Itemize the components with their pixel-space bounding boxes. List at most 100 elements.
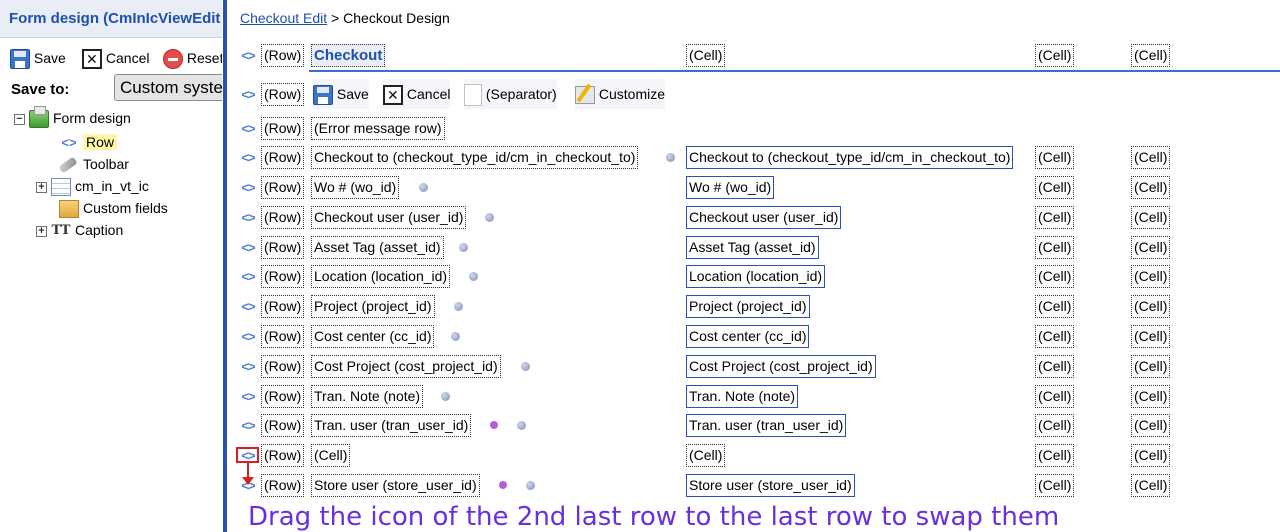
toolbar-customize-button[interactable]: Customize bbox=[575, 79, 666, 109]
row-tag[interactable]: (Row) bbox=[261, 176, 305, 199]
info-icon[interactable] bbox=[454, 302, 463, 311]
tree-item-form-design[interactable]: −Form design bbox=[14, 106, 131, 129]
cell-tag[interactable]: (Cell) bbox=[1131, 414, 1171, 437]
field-input-cell[interactable]: Store user (store_user_id) bbox=[686, 474, 855, 497]
row-tag[interactable]: (Row) bbox=[261, 414, 305, 437]
row-tag[interactable]: (Row) bbox=[261, 117, 305, 140]
drag-handle-icon[interactable]: <> bbox=[241, 87, 255, 102]
row-tag[interactable]: (Row) bbox=[261, 146, 305, 169]
drag-handle-icon[interactable]: <> bbox=[241, 299, 255, 314]
cell-tag[interactable]: (Cell) bbox=[1035, 44, 1075, 67]
row-tag[interactable]: (Row) bbox=[261, 236, 305, 259]
cell-tag[interactable]: (Cell) bbox=[1035, 355, 1075, 378]
row-tag[interactable]: (Row) bbox=[261, 474, 305, 497]
cell-tag[interactable]: (Cell) bbox=[1131, 176, 1171, 199]
info-icon[interactable] bbox=[517, 421, 526, 430]
tree-item-toolbar[interactable]: Toolbar bbox=[55, 153, 129, 175]
cell-tag[interactable]: (Cell) bbox=[1035, 295, 1075, 318]
toolbar-save-button[interactable]: Save bbox=[313, 79, 369, 109]
field-input-cell[interactable]: (Cell) bbox=[686, 444, 726, 467]
cell-tag[interactable]: (Cell) bbox=[1035, 385, 1075, 408]
field-input-cell[interactable]: Tran. user (tran_user_id) bbox=[686, 414, 847, 437]
toolbar-separator-button[interactable]: (Separator) bbox=[464, 79, 557, 109]
field-input-cell[interactable]: Cost Project (cost_project_id) bbox=[686, 355, 876, 378]
drag-handle-icon[interactable]: <> bbox=[241, 418, 255, 433]
field-label-cell[interactable]: Store user (store_user_id) bbox=[311, 474, 480, 497]
cell-tag[interactable]: (Cell) bbox=[1035, 265, 1075, 288]
breadcrumb-link-checkout-edit[interactable]: Checkout Edit bbox=[240, 10, 328, 26]
cell-tag[interactable]: (Cell) bbox=[1035, 206, 1075, 229]
field-label-cell[interactable]: Asset Tag (asset_id) bbox=[311, 236, 444, 259]
row-tag[interactable]: (Row) bbox=[261, 295, 305, 318]
cell-tag[interactable]: (Cell) bbox=[1035, 444, 1075, 467]
field-label-cell[interactable]: (Cell) bbox=[311, 444, 351, 467]
field-label-cell[interactable]: Checkout user (user_id) bbox=[311, 206, 467, 229]
field-input-cell[interactable]: Project (project_id) bbox=[686, 295, 810, 318]
field-input-cell[interactable]: Cost center (cc_id) bbox=[686, 325, 810, 348]
drag-handle-icon[interactable]: <> bbox=[241, 240, 255, 255]
tree-item-custom-fields[interactable]: Custom fields bbox=[55, 197, 168, 219]
drag-handle-icon[interactable]: <> bbox=[241, 359, 255, 374]
expand-icon[interactable]: + bbox=[36, 181, 47, 193]
field-label-cell[interactable]: Project (project_id) bbox=[311, 295, 435, 318]
cell-tag[interactable]: (Cell) bbox=[1131, 295, 1171, 318]
cell-tag[interactable]: (Cell) bbox=[1131, 385, 1171, 408]
field-input-cell[interactable]: Asset Tag (asset_id) bbox=[686, 236, 819, 259]
field-label-cell[interactable]: Cost center (cc_id) bbox=[311, 325, 435, 348]
row-tag[interactable]: (Row) bbox=[261, 355, 305, 378]
cell-tag[interactable]: (Cell) bbox=[1035, 236, 1075, 259]
drag-handle-icon[interactable]: <> bbox=[241, 150, 255, 165]
row-tag[interactable]: (Row) bbox=[261, 83, 305, 106]
drag-handle-icon[interactable]: <> bbox=[241, 269, 255, 284]
info-icon[interactable] bbox=[441, 392, 450, 401]
cell-tag[interactable]: (Cell) bbox=[1035, 146, 1075, 169]
error-message-cell[interactable]: (Error message row) bbox=[311, 117, 445, 140]
drag-handle-icon[interactable]: <> bbox=[241, 448, 255, 463]
expand-icon[interactable]: + bbox=[36, 225, 47, 237]
row-tag[interactable]: (Row) bbox=[261, 325, 305, 348]
info-icon[interactable] bbox=[459, 243, 468, 252]
cell-tag[interactable]: (Cell) bbox=[1131, 44, 1171, 67]
drag-handle-icon[interactable]: <> bbox=[241, 329, 255, 344]
cell-tag[interactable]: (Cell) bbox=[1131, 236, 1171, 259]
field-input-cell[interactable]: Checkout user (user_id) bbox=[686, 206, 842, 229]
cell-tag[interactable]: (Cell) bbox=[1131, 355, 1171, 378]
field-label-cell[interactable]: Location (location_id) bbox=[311, 265, 451, 288]
field-input-cell[interactable]: Location (location_id) bbox=[686, 265, 826, 288]
cell-tag[interactable]: (Cell) bbox=[1035, 414, 1075, 437]
drag-handle-icon[interactable]: <> bbox=[241, 389, 255, 404]
row-tag[interactable]: (Row) bbox=[261, 385, 305, 408]
left-save-button[interactable]: Save bbox=[10, 46, 66, 70]
collapse-icon[interactable]: − bbox=[14, 113, 25, 125]
drag-handle-icon[interactable]: <> bbox=[241, 48, 255, 63]
cell-tag[interactable]: (Cell) bbox=[1131, 206, 1171, 229]
field-input-cell[interactable]: Checkout to (checkout_type_id/cm_in_chec… bbox=[686, 146, 1014, 169]
tree-item-row[interactable]: <>Row bbox=[55, 131, 118, 153]
cell-tag[interactable]: (Cell) bbox=[686, 44, 726, 67]
tree-item-table[interactable]: +cm_in_vt_ic bbox=[36, 175, 149, 197]
info-icon[interactable] bbox=[526, 481, 535, 490]
cell-tag[interactable]: (Cell) bbox=[1035, 474, 1075, 497]
cell-tag[interactable]: (Cell) bbox=[1131, 444, 1171, 467]
field-input-cell[interactable]: Wo # (wo_id) bbox=[686, 176, 775, 199]
left-reset-button[interactable]: Reset bbox=[163, 46, 222, 70]
drag-handle-icon[interactable]: <> bbox=[241, 210, 255, 225]
info-icon[interactable] bbox=[666, 153, 675, 162]
cell-tag[interactable]: (Cell) bbox=[1131, 474, 1171, 497]
field-label-cell[interactable]: Wo # (wo_id) bbox=[311, 176, 400, 199]
info-icon[interactable] bbox=[419, 183, 428, 192]
row-tag[interactable]: (Row) bbox=[261, 206, 305, 229]
cell-tag[interactable]: (Cell) bbox=[1035, 325, 1075, 348]
form-title-cell[interactable]: Checkout bbox=[311, 44, 386, 67]
save-to-select[interactable]: Custom system bbox=[114, 74, 222, 101]
cell-tag[interactable]: (Cell) bbox=[1131, 265, 1171, 288]
info-icon[interactable] bbox=[469, 272, 478, 281]
toolbar-cancel-button[interactable]: Cancel bbox=[383, 79, 451, 109]
info-icon[interactable] bbox=[451, 332, 460, 341]
row-tag[interactable]: (Row) bbox=[261, 44, 305, 67]
info-icon[interactable] bbox=[521, 362, 530, 371]
field-label-cell[interactable]: Cost Project (cost_project_id) bbox=[311, 355, 501, 378]
field-label-cell[interactable]: Checkout to (checkout_type_id/cm_in_chec… bbox=[311, 146, 639, 169]
info-icon[interactable] bbox=[485, 213, 494, 222]
